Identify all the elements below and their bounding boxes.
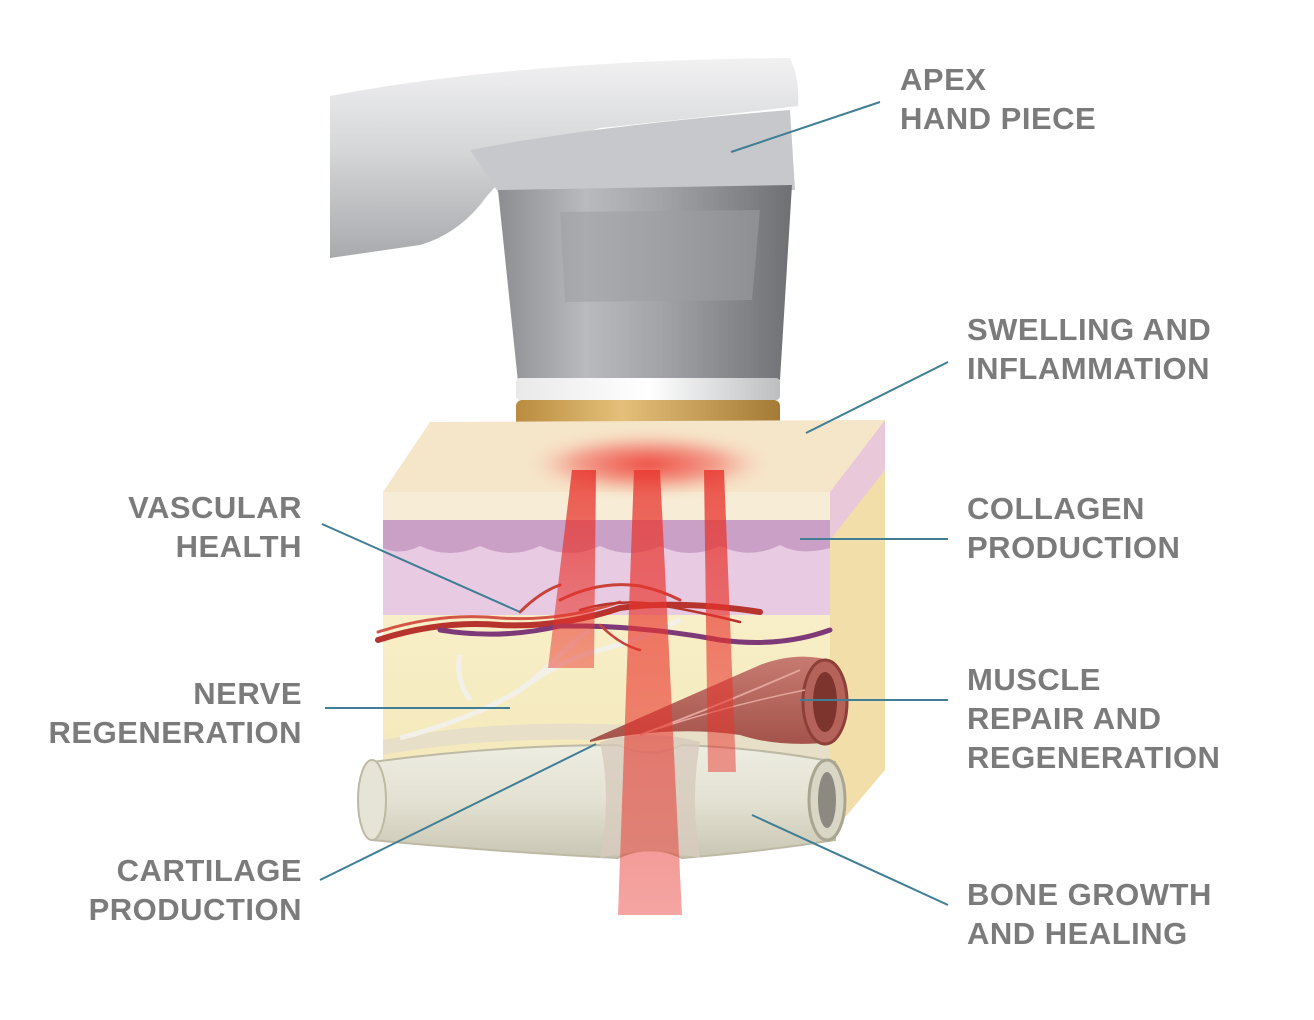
leader-line-swelling — [805, 361, 949, 434]
tissue-side-face — [830, 420, 885, 835]
hand-piece-neck — [470, 110, 795, 195]
leader-line-bone — [751, 814, 949, 906]
label-swelling-inflammation: SWELLING AND INFLAMMATION — [967, 312, 1212, 386]
bone-shaft — [371, 743, 836, 860]
label-nerve-regeneration: NERVE REGENERATION — [48, 676, 302, 750]
leader-line-vascular — [321, 523, 521, 613]
label-collagen-production: COLLAGEN PRODUCTION — [967, 491, 1181, 565]
label-vascular-health: VASCULAR HEALTH — [128, 490, 302, 564]
hand-piece-handle — [330, 58, 799, 258]
label-bone-growth: BONE GROWTH AND HEALING — [967, 877, 1212, 951]
laser-beam-left — [548, 470, 596, 668]
epidermis-layer — [383, 492, 830, 520]
leader-lines — [319, 101, 949, 906]
leader-line-hand-piece — [730, 101, 881, 153]
hand-piece-illustration — [330, 58, 799, 463]
hand-piece-silver-ring — [516, 378, 780, 400]
laser-beam-right — [704, 470, 736, 772]
leader-line-cartilage — [319, 743, 597, 881]
label-apex-hand-piece: APEX HAND PIECE — [900, 62, 1097, 136]
label-cartilage-production: CARTILAGE PRODUCTION — [88, 853, 302, 927]
laser-beams — [528, 434, 768, 915]
laser-beam-center — [618, 470, 682, 915]
label-muscle-repair: MUSCLE REPAIR AND REGENERATION — [967, 662, 1221, 775]
